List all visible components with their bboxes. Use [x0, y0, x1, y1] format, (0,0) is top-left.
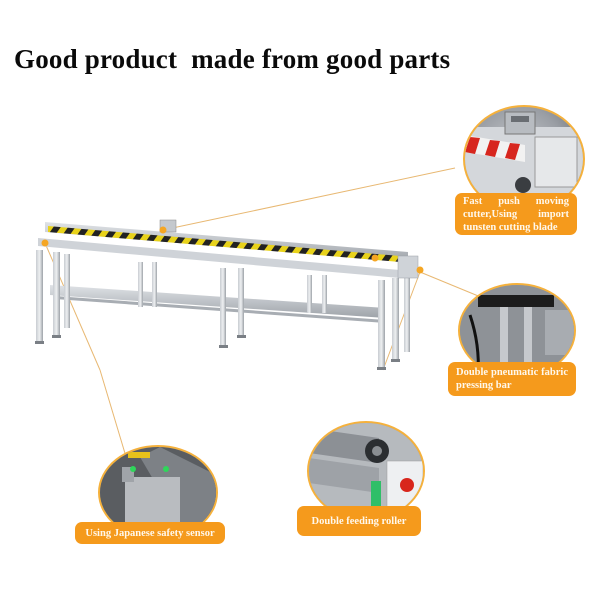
pressing-bar-closeup-icon	[458, 283, 576, 378]
cutter-label: Fast push moving cutter,Using import tun…	[455, 193, 577, 235]
feeding-roller-closeup-icon	[307, 421, 425, 521]
safety-sensor-label: Using Japanese safety sensor	[75, 522, 225, 544]
hazard-stripe	[48, 226, 400, 262]
feeding-roller-label: Double feeding roller	[297, 506, 421, 536]
pressing-bar-label: Double pneumatic fabric pressing bar	[448, 362, 576, 396]
page-title: Good product made from good parts	[14, 44, 451, 74]
